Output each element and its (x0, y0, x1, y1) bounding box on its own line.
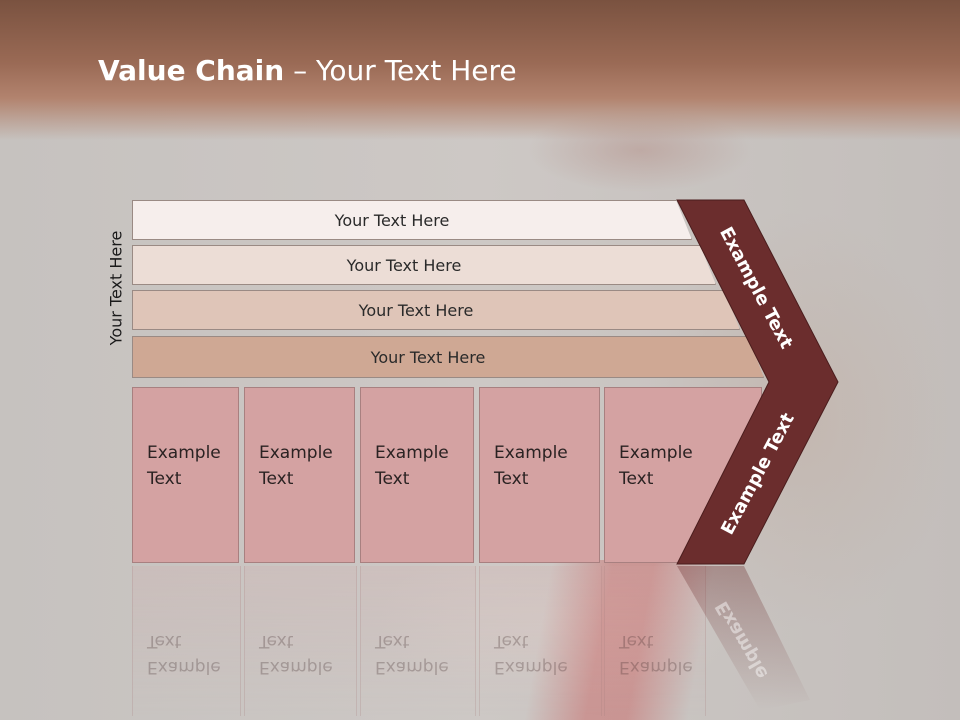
cell-4-line1: Example (494, 443, 568, 463)
cell-4-line2: Text (494, 469, 529, 489)
row-3-label: Your Text Here (358, 300, 474, 320)
header-band (0, 0, 960, 140)
cell-5-line2: Text (619, 469, 654, 489)
slide-title[interactable]: Value Chain – Your Text Here (98, 54, 517, 87)
chevron-reflection (677, 566, 810, 710)
title-rest: – Your Text Here (284, 54, 517, 87)
cell-2-line1: Example (259, 443, 333, 463)
row-4-label: Your Text Here (370, 347, 486, 367)
title-bold: Value Chain (98, 54, 285, 87)
cell-3-line1: Example (375, 443, 449, 463)
row-3[interactable]: Your Text Here (132, 290, 740, 330)
row-1-label: Your Text Here (334, 210, 450, 230)
cell-2-line2: Text (259, 469, 294, 489)
row-2-label: Your Text Here (346, 255, 462, 275)
row-2[interactable]: Your Text Here (132, 245, 716, 285)
cell-1-line1: Example (147, 443, 221, 463)
row-4[interactable]: Your Text Here (132, 336, 764, 378)
row-1[interactable]: Your Text Here (132, 200, 692, 240)
cell-1-line2: Text (147, 469, 182, 489)
chevron-shape (676, 199, 839, 565)
cell-5-line1: Example (619, 443, 693, 463)
cell-3-line2: Text (375, 469, 410, 489)
